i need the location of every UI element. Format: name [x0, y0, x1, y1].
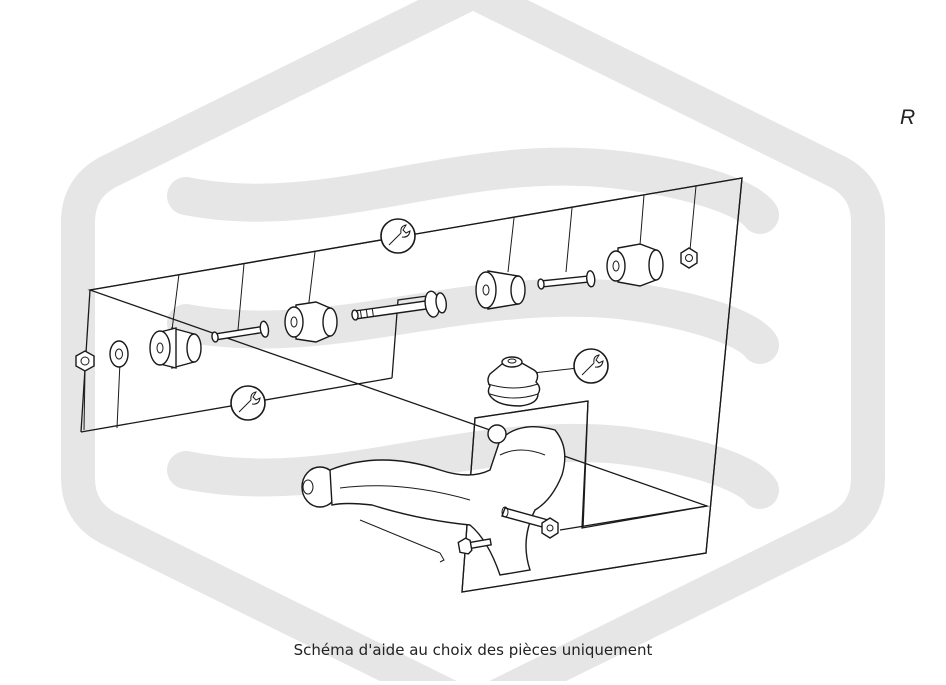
bolt-icon [537, 270, 596, 290]
bushing-icon [475, 270, 526, 310]
nut-icon [680, 247, 698, 269]
diagram-caption: Schéma d'aide au choix des pièces unique… [293, 641, 653, 659]
corner-label: R [900, 106, 916, 129]
bolt-icon [211, 320, 270, 343]
bolt-icon [457, 537, 492, 555]
bushing-icon [284, 301, 338, 343]
nut-icon [75, 350, 95, 372]
washer-icon [109, 340, 129, 368]
wrench-icon [573, 348, 609, 384]
long-bolt-icon [351, 290, 447, 321]
leader-lines [83, 185, 697, 554]
nut-icon [541, 517, 559, 539]
bushing-icon [606, 243, 664, 287]
wrench-icon [380, 218, 416, 254]
ball-joint-boot-icon [487, 356, 541, 407]
wrench-icon [230, 385, 266, 421]
control-arm-icon [301, 424, 566, 576]
bushing-icon [149, 327, 202, 369]
